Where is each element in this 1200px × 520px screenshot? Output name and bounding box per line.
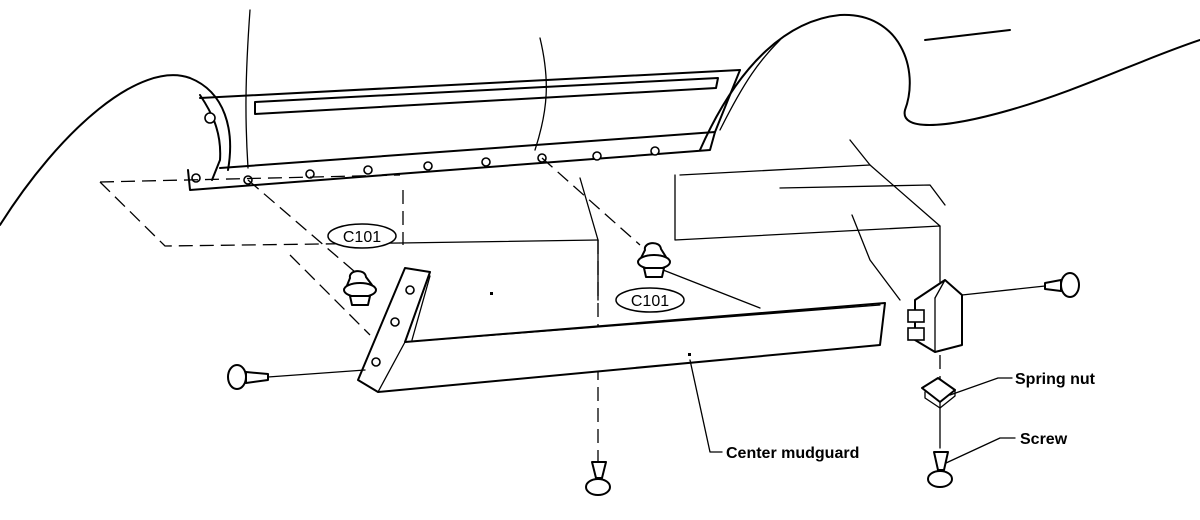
screw-right-fastener <box>961 272 1080 298</box>
center-mudguard-label: Center mudguard <box>726 445 859 462</box>
center-mudguard-part <box>357 267 886 393</box>
screw-bottom-fastener <box>585 461 611 496</box>
clip-left-fastener <box>343 270 377 306</box>
clip-code-badge-left: C101 <box>327 223 397 249</box>
clip-code-badge-right: C101 <box>615 287 685 313</box>
spring-nut-part <box>921 377 956 409</box>
callout-leaders <box>689 359 1016 464</box>
screw-bottom-right-fastener <box>927 451 953 488</box>
sill-holes <box>191 146 660 185</box>
screw-left-fastener <box>227 364 366 390</box>
attachment-lines <box>99 139 946 490</box>
vehicle-body-outline <box>0 9 1200 226</box>
clip-code-left: C101 <box>343 229 381 246</box>
clip-right-fastener <box>637 242 671 278</box>
screw-label: Screw <box>1020 431 1068 448</box>
end-bracket-part <box>907 279 963 353</box>
clip-code-right: C101 <box>631 293 669 310</box>
spring-nut-label: Spring nut <box>1015 371 1096 388</box>
